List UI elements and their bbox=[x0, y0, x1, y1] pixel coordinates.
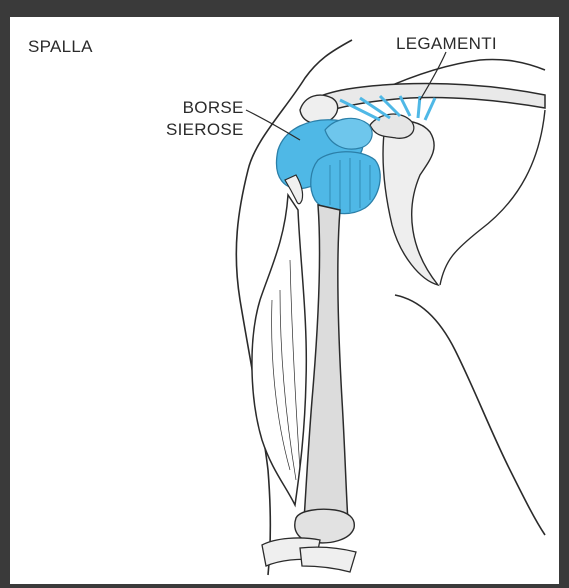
bursae-label-line1: BORSE bbox=[166, 97, 244, 119]
clavicle bbox=[312, 83, 545, 112]
leader-line-bursae bbox=[246, 110, 300, 140]
scapula bbox=[383, 121, 438, 285]
diagram-title: SPALLA bbox=[28, 37, 93, 57]
forearm-bone-2 bbox=[300, 547, 356, 572]
bursae-label-line2: SIEROSE bbox=[166, 119, 244, 141]
back-outline bbox=[395, 295, 545, 535]
humerus bbox=[304, 205, 348, 522]
right-contour bbox=[440, 110, 545, 285]
ligaments-label: LEGAMENTI bbox=[396, 34, 497, 54]
biceps-muscle bbox=[252, 195, 306, 505]
bursae-label: BORSE SIEROSE bbox=[166, 97, 244, 141]
